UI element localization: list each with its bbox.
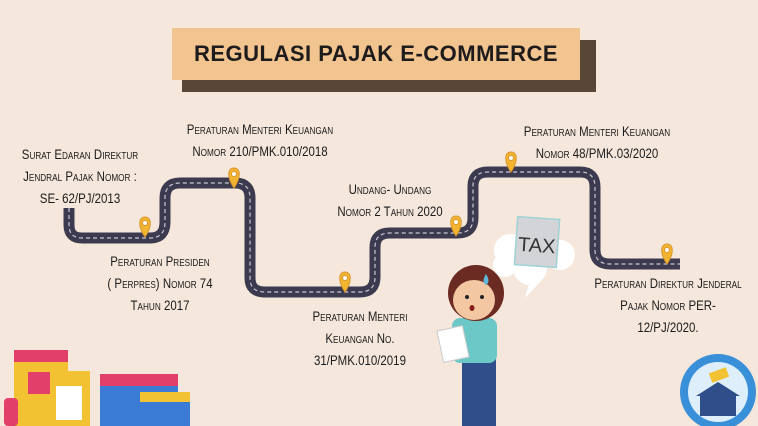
milestone-5: Undang- Undang Nomor 2 Tahun 2020 [324, 178, 455, 222]
map-pin-icon [661, 243, 673, 265]
svg-text:TAX: TAX [517, 234, 556, 259]
milestone-line: Peraturan Menteri Keuangan [523, 123, 671, 139]
milestone-line: Undang- Undang [348, 181, 432, 197]
milestone-line: Peraturan Presiden [110, 253, 210, 269]
milestone-2: Peraturan Presiden ( Perpres) Nomor 74 T… [94, 250, 225, 316]
milestone-6: Peraturan Menteri Keuangan Nomor 48/PMK.… [515, 120, 679, 164]
milestone-line: 12/PJ/2020. [637, 319, 699, 335]
milestone-line: Nomor 210/PMK.010/2018 [192, 143, 328, 159]
milestone-7: Peraturan Direktur Jenderal Pajak Nomor … [586, 272, 750, 338]
tax-office-logo [680, 354, 756, 426]
map-pin-icon [505, 151, 517, 173]
milestone-line: Nomor 48/PMK.03/2020 [535, 145, 659, 161]
milestone-line: 31/PMK.010/2019 [314, 352, 406, 368]
map-pin-icon [228, 167, 240, 189]
milestone-line: Jendral Pajak Nomor : [23, 168, 137, 184]
milestone-line: Peraturan Direktur Jenderal [594, 275, 742, 291]
milestone-line: ( Perpres) Nomor 74 [107, 275, 213, 291]
tax-document-icon: TAX [513, 215, 561, 269]
milestone-line: Surat Edaran Direktur [21, 146, 139, 162]
milestone-line: Pajak Nomor PER- [620, 297, 716, 313]
milestone-1: Surat Edaran Direktur Jendral Pajak Nomo… [14, 143, 145, 209]
milestone-line: Peraturan Menteri [312, 308, 408, 324]
milestone-3: Peraturan Menteri Keuangan Nomor 210/PMK… [178, 118, 342, 162]
ecommerce-shops-illustration [4, 350, 190, 426]
map-pin-icon [339, 271, 351, 293]
milestone-line: Tahun 2017 [130, 297, 190, 313]
milestone-4: Peraturan Menteri Keuangan No. 31/PMK.01… [294, 305, 425, 371]
page-title: REGULASI PAJAK E-COMMERCE [172, 28, 580, 80]
milestone-line: Peraturan Menteri Keuangan [186, 121, 334, 137]
person-illustration [436, 265, 504, 426]
milestone-line: Nomor 2 Tahun 2020 [337, 203, 443, 219]
milestone-line: Keuangan No. [325, 330, 395, 346]
map-pin-icon [139, 216, 151, 238]
milestone-line: SE- 62/PJ/2013 [39, 190, 121, 206]
map-pin-icon [450, 215, 462, 237]
